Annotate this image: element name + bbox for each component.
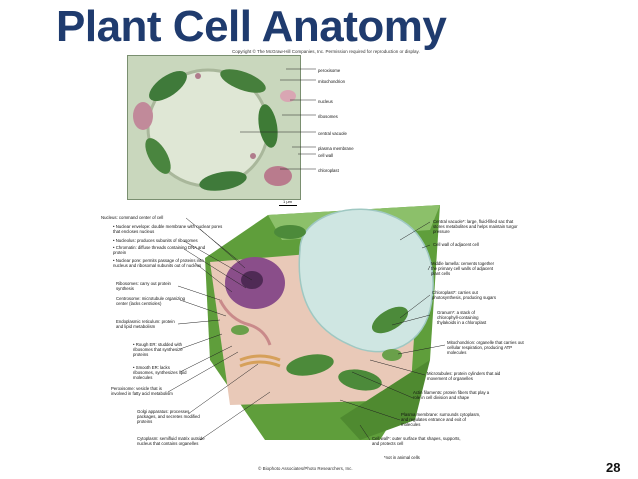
label-cell-wall-adjacent: Cell wall of adjacent cell: [433, 242, 479, 247]
label-nucleus-title: Nucleus: command center of cell: [101, 215, 164, 220]
scale-bar-label: 1 μm: [283, 199, 292, 204]
label-ribosomes: Ribosomes: carry out protein synthesis: [116, 281, 171, 291]
micrograph-image: [128, 56, 300, 199]
micro-label-peroxisome: peroxisome: [318, 68, 341, 73]
photo-credit: © Biophoto Associates/Photo Researchers,…: [258, 466, 353, 471]
label-nuclear-envelope: • Nuclear envelope: double membrane with…: [113, 224, 223, 234]
label-actin-filaments: Actin filaments: protein fibers that pla…: [413, 390, 490, 400]
label-rough-er: • Rough ER: studded with ribosomes that …: [133, 342, 183, 357]
label-centrosome: Centrosome: microtubule organizing cente…: [116, 296, 186, 306]
label-nuclear-pore: • Nuclear pore: permits passage of prote…: [113, 258, 204, 268]
label-smooth-er: • Smooth ER: lacks ribosomes, synthesize…: [133, 365, 187, 380]
micro-label-cell-wall: cell wall: [318, 153, 334, 158]
micro-label-plasma-membrane: plasma membrane: [318, 146, 354, 151]
page-title: Plant Cell Anatomy: [56, 2, 447, 51]
scale-bar: [279, 205, 297, 206]
micrograph: [127, 55, 301, 200]
footnote: *not in animal cells: [384, 455, 420, 460]
left-leader-lines: [167, 217, 271, 441]
micro-label-ribosomes: ribosomes: [318, 114, 338, 119]
label-central-vacuole: Central vacuole*: large, fluid-filled sa…: [433, 219, 518, 234]
cell-body: [205, 205, 440, 440]
label-microtubules: Microtubules: protein cylinders that aid…: [427, 371, 501, 381]
label-plasma-membrane: Plasma membrane: surrounds cytoplasm, an…: [401, 412, 481, 427]
label-mitochondrion: Mitochondrion: organelle that carries ou…: [447, 340, 524, 355]
micro-label-central-vacuole: central vacuole: [318, 131, 347, 136]
label-chloroplast: Chloroplast*: carries out photosynthesis…: [432, 290, 497, 300]
right-leader-lines: [339, 221, 446, 441]
label-middle-lamella: Middle lamella: cements together the pri…: [431, 261, 495, 276]
micrograph-leader-lines: [240, 68, 316, 170]
micro-label-nucleus: nucleus: [318, 99, 333, 104]
label-chromatin: • Chromatin: diffuse threads containing …: [113, 245, 206, 255]
label-nucleolus: • Nucleolus: produces subunits of riboso…: [113, 238, 198, 243]
label-cell-wall: Cell wall*: outer surface that shapes, s…: [372, 436, 461, 446]
page-number: 28: [606, 460, 621, 475]
label-granum: Granum*: a stack of chlorophyll-containi…: [437, 310, 487, 325]
label-cytoplasm: Cytoplasm: semifluid matrix outside nucl…: [137, 436, 205, 446]
micro-label-mitochondrion: mitochondrion: [318, 79, 345, 84]
label-peroxisome: Peroxisome: vesicle that is involved in …: [111, 386, 173, 396]
micro-label-chloroplast: chloroplast: [318, 168, 339, 173]
copyright-notice: Copyright © The McGraw-Hill Companies, I…: [232, 49, 420, 54]
label-endoplasmic-reticulum: Endoplasmic reticulum: protein and lipid…: [116, 319, 175, 329]
label-golgi-apparatus: Golgi apparatus: processes, packages, an…: [137, 409, 200, 424]
